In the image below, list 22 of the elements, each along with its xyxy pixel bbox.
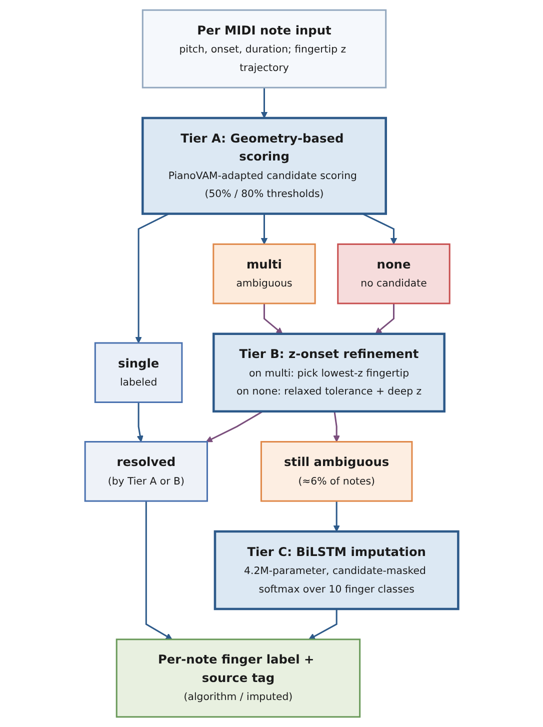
node-box: Per-note finger label + source tag (algorithm / imputed): [116, 638, 360, 718]
node-box: resolved (by Tier A or B): [84, 441, 208, 502]
arrow: [362, 213, 397, 244]
node-box: Tier C: BiLSTM imputation 4.2M-parameter, candidate-masked softmax over 10 finger classes: [214, 530, 460, 610]
arrow: [333, 411, 340, 442]
arrow: [260, 88, 268, 118]
arrow: [308, 608, 338, 640]
arrow: [260, 214, 268, 244]
arrow: [136, 402, 144, 442]
node-box: single labeled: [94, 342, 183, 404]
arrow: [145, 501, 172, 640]
arrow: [263, 303, 283, 334]
arrow: [135, 213, 170, 344]
node-box: still ambiguous (≈6% of notes): [260, 441, 413, 502]
arrow: [375, 303, 394, 334]
node-box: none no candidate: [336, 243, 450, 304]
node-box: Tier B: z-onset refinement on multi: pick lowest-z fingertip on none: relaxed tolerance + deep z: [212, 332, 446, 413]
node-box: Per MIDI note input pitch, onset, duration; fingertip z trajectory: [142, 9, 386, 88]
node-box: Tier A: Geometry-based scoring PianoVAM-adapted candidate scoring (50% / 80% thresholds): [141, 116, 387, 215]
arrow: [206, 410, 264, 442]
arrow: [333, 501, 340, 532]
node-box: multi ambiguous: [212, 243, 316, 304]
